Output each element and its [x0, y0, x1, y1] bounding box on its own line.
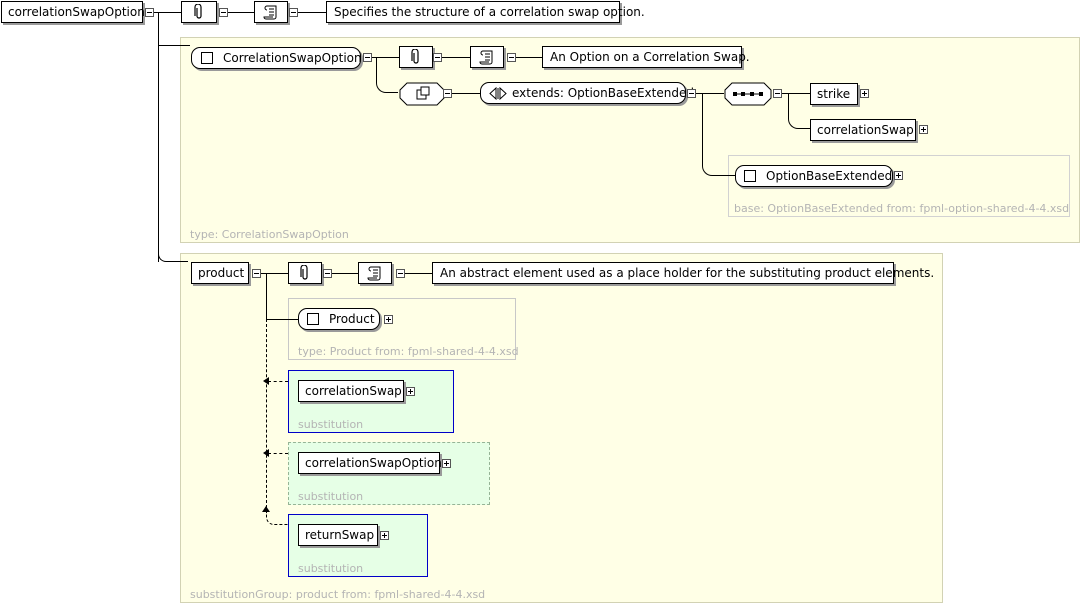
annotation-box[interactable]	[288, 262, 322, 284]
connector	[268, 453, 288, 454]
collapse-icon[interactable]	[289, 8, 298, 17]
substitution-node-returnswap[interactable]: returnSwap	[298, 524, 378, 546]
collapse-icon[interactable]	[773, 89, 782, 98]
product-type-caption: type: Product from: fpml-shared-4-4.xsd	[298, 345, 519, 358]
product-element-node[interactable]: product	[191, 262, 249, 284]
arrow-icon	[263, 449, 269, 457]
expand-icon[interactable]	[380, 531, 389, 540]
collapse-icon[interactable]	[252, 269, 261, 278]
connector	[158, 254, 188, 262]
extends-label: extends: OptionBaseExtended	[512, 86, 694, 100]
collapse-icon[interactable]	[219, 8, 228, 17]
product-type-panel	[288, 298, 516, 360]
annotation-box[interactable]	[181, 1, 217, 23]
documentation-text: An abstract element used as a place hold…	[432, 262, 934, 284]
expand-icon[interactable]	[442, 459, 451, 468]
type-caption: type: CorrelationSwapOption	[190, 228, 349, 241]
type-icon	[744, 170, 756, 182]
connector	[516, 57, 542, 58]
connector	[452, 93, 480, 94]
arrow-icon	[262, 506, 270, 512]
paperclip-icon	[194, 4, 202, 19]
arrow-icon	[263, 377, 269, 385]
expand-icon[interactable]	[919, 125, 928, 134]
substitution-group-caption: substitutionGroup: product from: fpml-sh…	[190, 588, 486, 601]
scroll-icon	[479, 50, 493, 65]
substitution-node-correlationswap[interactable]: correlationSwap	[298, 380, 404, 402]
connector	[266, 273, 267, 319]
element-node-strike[interactable]: strike	[810, 83, 858, 105]
root-element-label: correlationSwapOption	[8, 5, 145, 19]
product-type-label: Product	[329, 312, 375, 326]
scroll-icon	[263, 5, 277, 20]
connector	[158, 45, 190, 46]
documentation-text: An Option on a Correlation Swap.	[542, 46, 750, 68]
collapse-icon[interactable]	[363, 53, 372, 62]
collapse-icon[interactable]	[443, 89, 452, 98]
documentation-box[interactable]	[470, 46, 504, 68]
connector	[376, 57, 398, 93]
substitution-node-correlationswapoption[interactable]: correlationSwapOption	[298, 452, 442, 474]
connector	[442, 57, 470, 58]
type-icon	[307, 313, 319, 325]
substitution-caption: substitution	[298, 418, 364, 431]
connector	[266, 512, 288, 525]
collapse-icon[interactable]	[396, 269, 405, 278]
base-type-label: OptionBaseExtended	[766, 169, 893, 183]
connector	[696, 93, 724, 94]
extends-icon	[489, 87, 507, 100]
expand-icon[interactable]	[860, 89, 869, 98]
root-element-node[interactable]: correlationSwapOption	[1, 1, 145, 23]
connector	[266, 319, 267, 513]
connector	[228, 12, 254, 13]
annotation-box[interactable]	[399, 46, 433, 68]
substitution-caption: substitution	[298, 490, 364, 503]
expand-icon[interactable]	[406, 387, 415, 396]
paperclip-icon	[411, 49, 419, 64]
substitution-caption: substitution	[298, 562, 364, 575]
connector	[332, 273, 358, 274]
sequence-icon[interactable]	[724, 82, 772, 106]
element-node-correlationswap[interactable]: correlationSwap	[810, 119, 916, 141]
connector	[268, 381, 288, 382]
documentation-box[interactable]	[358, 262, 392, 284]
choice-icon[interactable]	[399, 82, 445, 106]
complex-type-label: CorrelationSwapOption	[223, 51, 362, 65]
expand-icon[interactable]	[384, 315, 393, 324]
connector	[260, 273, 288, 274]
connector	[298, 12, 326, 13]
type-icon	[201, 52, 213, 64]
connector	[154, 12, 181, 13]
extends-node[interactable]: extends: OptionBaseExtended	[480, 82, 694, 104]
collapse-icon[interactable]	[507, 53, 516, 62]
connector	[702, 93, 703, 155]
base-caption: base: OptionBaseExtended from: fpml-opti…	[734, 202, 1070, 215]
documentation-text: Specifies the structure of a correlation…	[326, 1, 645, 23]
scroll-icon	[367, 266, 381, 281]
collapse-icon[interactable]	[323, 269, 332, 278]
expand-icon[interactable]	[894, 171, 903, 180]
connector	[402, 273, 432, 274]
documentation-box[interactable]	[254, 1, 288, 23]
collapse-icon[interactable]	[145, 8, 154, 17]
collapse-icon[interactable]	[687, 89, 696, 98]
connector	[788, 93, 810, 129]
connector	[158, 12, 159, 262]
collapse-icon[interactable]	[433, 53, 442, 62]
complex-type-node[interactable]: CorrelationSwapOption	[191, 47, 362, 69]
connector	[702, 150, 736, 176]
base-type-node[interactable]: OptionBaseExtended	[735, 165, 893, 187]
connector	[266, 319, 298, 320]
product-type-node[interactable]: Product	[298, 308, 380, 330]
paperclip-icon	[300, 265, 308, 280]
